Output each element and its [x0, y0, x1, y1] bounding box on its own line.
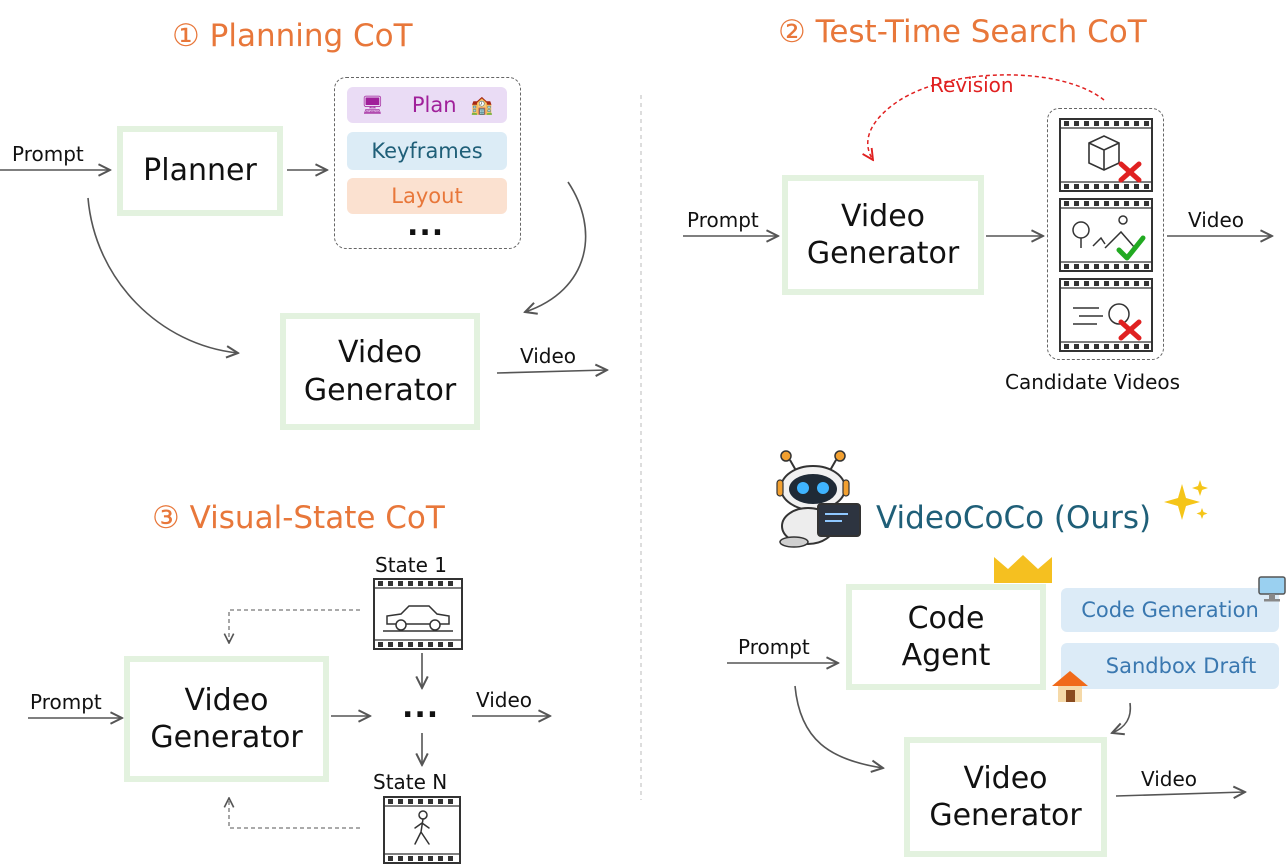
p3-generator-line1: Video	[184, 682, 269, 718]
p2-output-label: Video	[1188, 208, 1245, 232]
candidate-video-1	[1059, 118, 1153, 192]
planning-title: ① Planning CoT	[172, 18, 413, 54]
p2-revision-arrow	[868, 74, 1105, 160]
building-icon: 🏫	[470, 94, 493, 116]
state-n-frame	[383, 796, 461, 864]
p1-plan-to-gen-arrow	[525, 181, 587, 312]
visual-state-title: ③ Visual-State CoT	[152, 500, 445, 536]
crown-icon	[994, 555, 1052, 583]
walking-person-icon	[414, 810, 430, 845]
accept-check-icon	[1116, 235, 1146, 261]
p1-generator-box: Video Generator	[280, 313, 480, 430]
reject-x-icon	[1118, 161, 1142, 183]
p2-generator-line1: Video	[840, 198, 926, 234]
p1-output-label: Video	[520, 344, 577, 368]
candidates-container	[1047, 108, 1164, 360]
code-agent-line1: Code	[907, 600, 985, 636]
p4-prompt-label: Prompt	[738, 635, 810, 659]
plan-ellipsis: ...	[407, 208, 445, 243]
planner-box: Planner	[117, 126, 283, 216]
p2-generator-line2: Generator	[806, 236, 960, 271]
code-agent-line2: Agent	[901, 638, 991, 673]
keyframes-pill: Keyframes	[347, 132, 507, 170]
p3-feedback-bottom	[229, 798, 360, 829]
p4-prompt-to-gen-arrow	[794, 685, 883, 768]
p4-generator-line1: Video	[963, 760, 1048, 796]
plan-items-container	[334, 77, 521, 249]
whiteboard-icon: 🖥	[361, 94, 384, 116]
sparkle-icon	[1164, 480, 1208, 520]
p2-generator-box: Video Generator	[782, 175, 984, 295]
sandbox-draft-pill: Sandbox Draft	[1061, 643, 1279, 689]
car-icon	[383, 605, 453, 632]
candidate-video-3	[1059, 278, 1153, 352]
monitor-icon	[1258, 576, 1286, 602]
p4-output-arrow	[1115, 792, 1245, 796]
sandbox-draft-label: Sandbox Draft	[1105, 654, 1257, 678]
p4-generator-line2: Generator	[929, 798, 1082, 833]
ours-title: VideoCoCo (Ours)	[876, 500, 1152, 536]
landscape-icon	[1072, 215, 1136, 249]
p3-output-label: Video	[476, 688, 533, 712]
p4-tools-to-gen-arrow	[1112, 702, 1132, 733]
revision-label: Revision	[930, 73, 1014, 97]
reject-x-icon	[1118, 319, 1142, 341]
candidate-video-2	[1059, 198, 1153, 272]
p1-output-arrow	[496, 370, 607, 373]
plan-label: Plan	[411, 93, 457, 117]
code-agent-box: Code Agent	[846, 584, 1046, 690]
p1-prompt-label: Prompt	[12, 142, 84, 166]
state-1-label: State 1	[375, 553, 448, 577]
plan-pill: 🖥 Plan 🏫	[347, 87, 507, 123]
p2-prompt-label: Prompt	[687, 208, 759, 232]
state-ellipsis: ...	[402, 690, 440, 725]
robot-mascot-icon	[776, 450, 861, 548]
p3-generator-box: Video Generator	[124, 656, 329, 782]
candidates-label: Candidate Videos	[1005, 370, 1181, 394]
p3-generator-line2: Generator	[150, 720, 303, 755]
planner-label: Planner	[143, 153, 257, 189]
p3-feedback-top	[229, 609, 360, 643]
p1-prompt-to-gen-arrow	[87, 197, 238, 353]
p4-output-label: Video	[1141, 767, 1198, 791]
moving-ball-icon	[1073, 303, 1130, 325]
state-1-frame	[373, 578, 463, 650]
state-n-label: State N	[373, 770, 448, 794]
p3-prompt-label: Prompt	[30, 690, 102, 714]
p4-generator-box: Video Generator	[904, 737, 1107, 857]
layout-pill: Layout	[347, 178, 507, 214]
code-generation-pill: Code Generation	[1061, 588, 1279, 632]
p1-generator-line2: Generator	[303, 372, 457, 408]
p1-generator-line1: Video	[337, 335, 423, 370]
search-title: ② Test-Time Search CoT	[778, 14, 1147, 50]
house-icon	[1052, 671, 1088, 702]
